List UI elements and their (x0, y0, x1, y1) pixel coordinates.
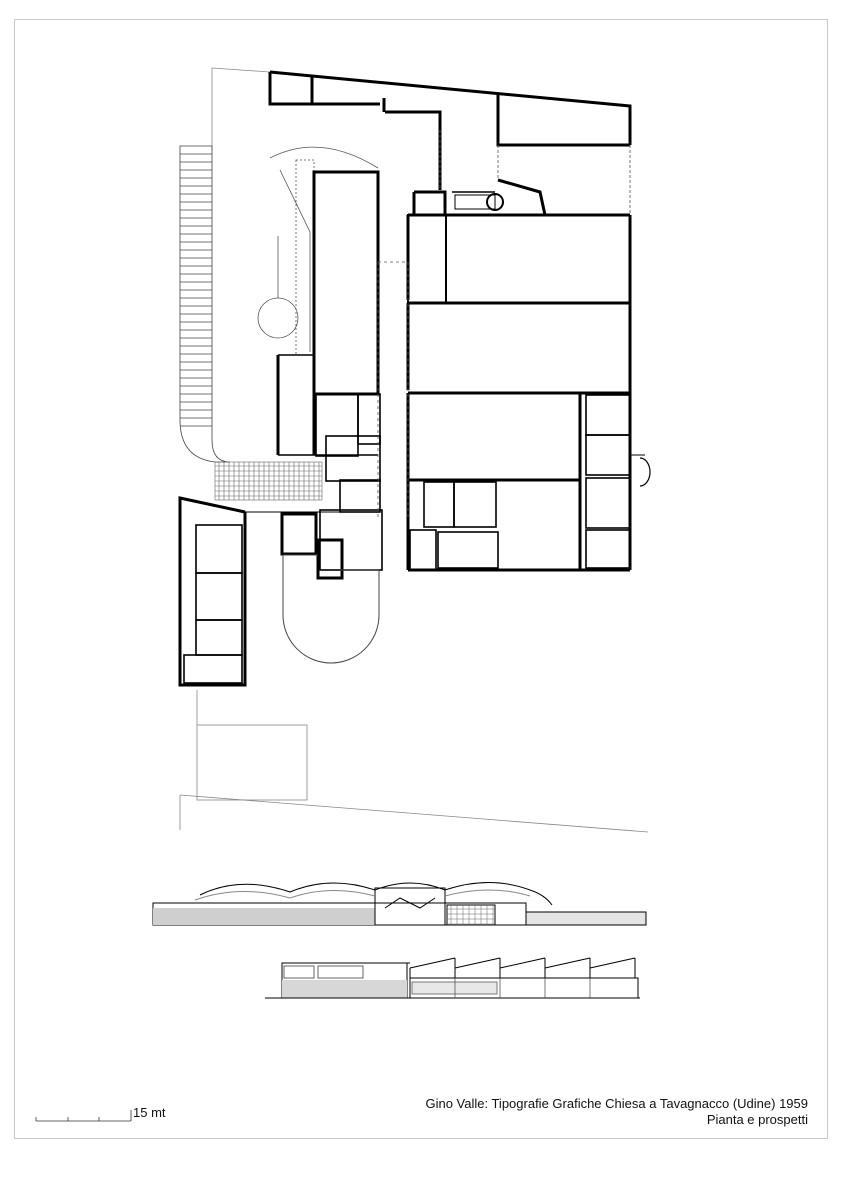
corridors (377, 261, 409, 520)
caption-subtitle: Pianta e prospetti (706, 1112, 808, 1127)
caption-title: Gino Valle: Tipografie Grafiche Chiesa a… (425, 1096, 808, 1111)
floor-plan (178, 67, 651, 833)
sheet-border (14, 19, 828, 1139)
scale-bar (35, 1110, 132, 1122)
elevation-east (265, 957, 640, 999)
east-workshops (406, 213, 645, 572)
site-boundary (179, 67, 649, 833)
paving-hatch (214, 461, 323, 501)
east-offices (409, 394, 651, 571)
elevation-north (152, 882, 647, 926)
scale-label: 15 mt (133, 1105, 166, 1120)
caption: Gino Valle: Tipografie Grafiche Chiesa a… (425, 1096, 808, 1128)
central-hall (276, 170, 380, 456)
service-core (280, 393, 383, 580)
south-courtyard (282, 554, 380, 664)
west-ramp (179, 145, 231, 463)
southwest-wing (178, 496, 247, 687)
courtyard (257, 146, 379, 356)
north-block (268, 70, 632, 217)
